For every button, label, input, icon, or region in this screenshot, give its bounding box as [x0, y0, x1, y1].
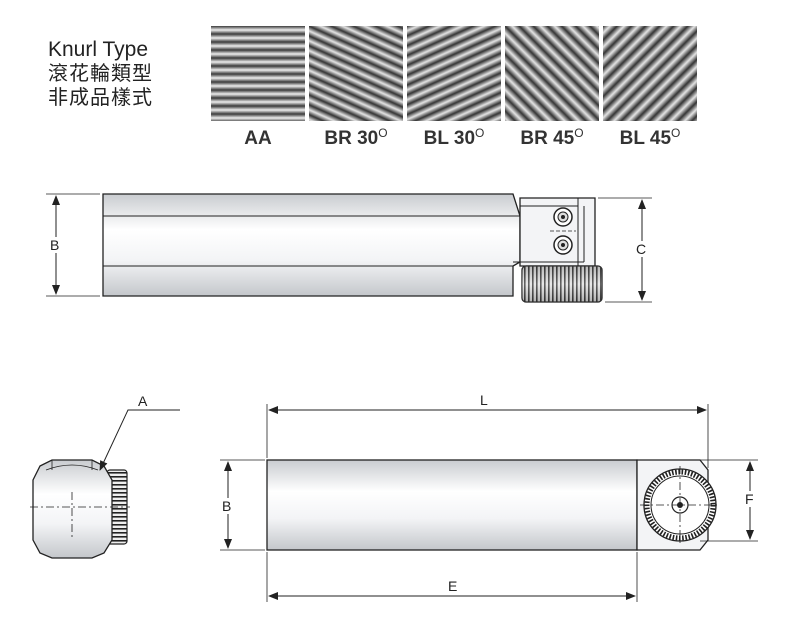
- knurl-label-br45: BR 45O: [520, 126, 584, 149]
- knurl-label-br30: BR 30O: [324, 126, 388, 149]
- knurl-type-bl30: BL 30O: [407, 26, 501, 150]
- knurl-label-bl30: BL 30O: [423, 126, 485, 149]
- side-view-body: [266, 459, 638, 551]
- knurl-type-br30: BR 30O: [309, 26, 403, 150]
- dim-f-label: F: [745, 491, 754, 507]
- end-view-body: [32, 459, 113, 559]
- knurl-label-aa: AA: [244, 128, 272, 149]
- knurl-swatch-br45: [505, 26, 599, 121]
- knurl-wheel-icon: [640, 466, 720, 544]
- screw-icon: [553, 207, 573, 227]
- top-view: B C: [46, 193, 652, 303]
- dim-a-leader: [99, 409, 180, 471]
- knurl-swatch-row: AA BR 30O: [211, 26, 697, 150]
- side-view: L B E F: [220, 392, 758, 602]
- knurl-type-bl45: BL 45O: [603, 26, 697, 150]
- knurl-label-bl45: BL 45O: [619, 126, 681, 149]
- dim-b-top-label: B: [50, 237, 59, 253]
- title-chinese-line1: 滾花輪類型: [48, 63, 153, 85]
- dim-c-label: C: [636, 241, 646, 257]
- screw-icon: [553, 235, 573, 255]
- knurl-swatch-bl30: [407, 26, 501, 121]
- knurl-type-br45: BR 45O: [505, 26, 599, 150]
- dim-a-label: A: [138, 393, 148, 409]
- title-english: Knurl Type: [48, 38, 149, 61]
- dim-e-label: E: [448, 578, 457, 594]
- top-view-body: [102, 193, 521, 297]
- dim-b-bottom-label: B: [222, 498, 231, 514]
- title-block: Knurl Type 滾花輪類型 非成品樣式: [48, 38, 153, 110]
- knurl-swatch-aa: [211, 26, 305, 121]
- knurl-swatch-bl45: [603, 26, 697, 121]
- end-view: A: [30, 393, 180, 559]
- knurl-swatch-br30: [309, 26, 403, 121]
- knurl-type-aa: AA: [211, 26, 305, 150]
- title-chinese-line2: 非成品樣式: [48, 87, 153, 109]
- dim-l-label: L: [480, 392, 488, 408]
